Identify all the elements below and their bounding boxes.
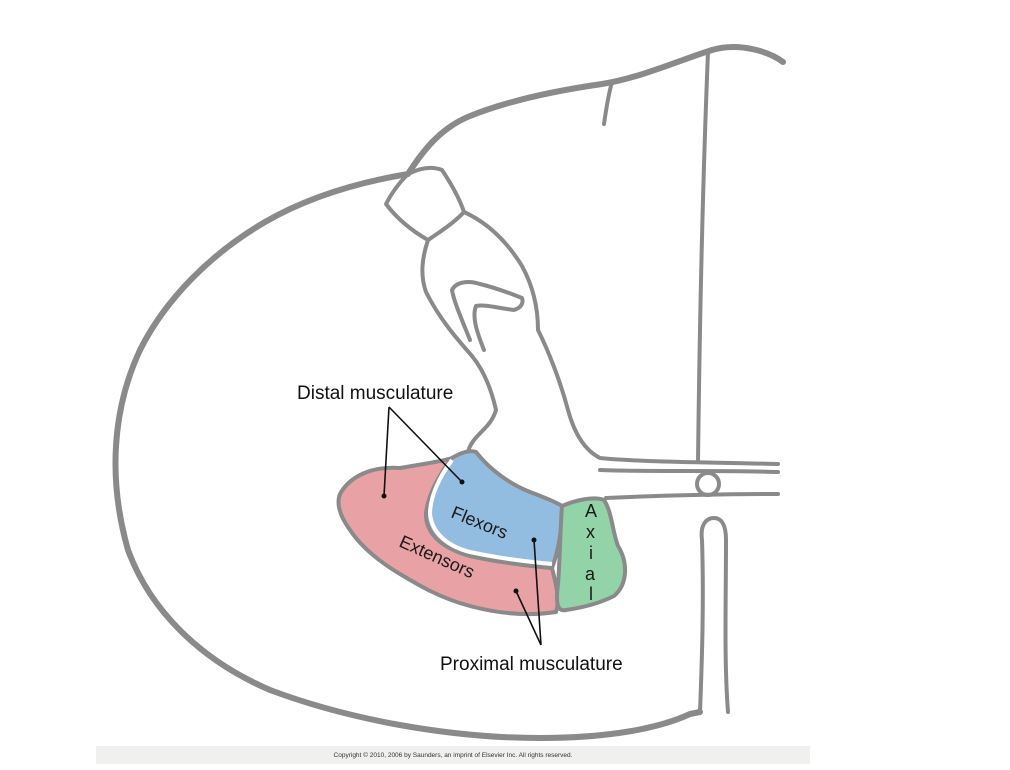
proximal-musculature-label: Proximal musculature: [440, 654, 623, 675]
dorsal-horn-inner: [462, 210, 780, 466]
substantia-gelatinosa: [450, 280, 525, 352]
distal-dot-flexors: [459, 479, 465, 485]
dorsal-horn-outline: [420, 238, 498, 460]
proximal-pointer-right: [533, 539, 542, 646]
dorsal-fissure: [602, 80, 614, 126]
gray-commissure-lower: [604, 492, 780, 500]
axial-letter-a: A: [585, 501, 597, 521]
distal-pointer-left: [383, 406, 390, 497]
proximal-dot-extensors: [513, 588, 519, 594]
proximal-dot-flexors: [531, 537, 537, 543]
proximal-pointer-left: [515, 590, 542, 646]
axial-letter-l: l: [589, 584, 593, 604]
axial-letter-i: i: [589, 543, 593, 563]
copyright-bar: Copyright © 2010, 2006 by Saunders, an i…: [96, 746, 810, 764]
axial-letter-a2: a: [585, 564, 596, 584]
dorsal-root-entry-zone: [384, 165, 466, 242]
distal-pointer-right: [388, 406, 463, 483]
axial-region: [555, 496, 627, 613]
dorsal-septum: [696, 50, 710, 464]
distal-musculature-label: Distal musculature: [297, 383, 453, 404]
spinal-cord-outline: [112, 44, 786, 741]
central-canal: [695, 471, 721, 497]
copyright-text: Copyright © 2010, 2006 by Saunders, an i…: [333, 751, 573, 759]
axial-letter-x: x: [586, 522, 595, 542]
flexor-extensor-boundary: [427, 458, 553, 566]
ventral-median-fissure: [698, 516, 730, 714]
gray-commissure-upper: [598, 468, 780, 474]
distal-dot-extensors: [381, 493, 387, 499]
